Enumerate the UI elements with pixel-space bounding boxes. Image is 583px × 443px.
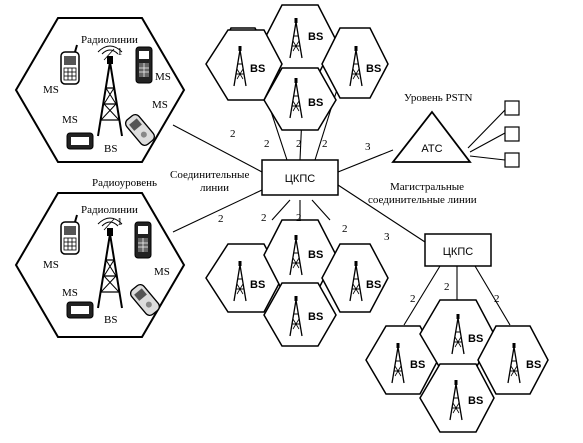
radiolines-label-top: Радиолинии — [81, 34, 138, 46]
svg-text:2: 2 — [322, 138, 328, 150]
svg-text:2: 2 — [342, 223, 348, 235]
ms-label: MS — [43, 84, 59, 96]
bs-label: BS — [366, 279, 381, 291]
trunk-lines-label-1: Магистральные — [390, 181, 464, 193]
link-numbers: 2 2 2 2 2 2 2 2 3 3 2 2 2 — [218, 128, 500, 305]
ms-label: MS — [62, 287, 78, 299]
ms-label: MS — [155, 71, 171, 83]
radio-level-label: Радиоуровень — [92, 177, 157, 189]
pager-icon — [66, 301, 94, 319]
bs-label: BS — [366, 63, 381, 75]
pstn-level-label: Уровень PSTN — [404, 92, 472, 104]
bs-cluster-middle-towers: BS BS BS BS — [233, 234, 381, 337]
bs-label: BS — [308, 249, 323, 261]
bs-label: BS — [468, 395, 483, 407]
msc-box-right: ЦКПС — [424, 233, 492, 267]
radio-cell-top: Радиолинии 1 MS MS MS MS BS — [14, 17, 186, 163]
svg-text:3: 3 — [384, 231, 390, 243]
connection-lines — [172, 77, 511, 326]
radiolines-label-bottom: Радиолинии — [81, 204, 138, 216]
pager-icon — [66, 132, 94, 150]
connecting-lines-label-1: Соединительные — [170, 169, 249, 181]
svg-text:2: 2 — [296, 212, 302, 224]
bs-cluster-middle — [205, 219, 389, 347]
msc-label-central: ЦКПС — [285, 173, 315, 185]
pstn-terminals — [504, 100, 520, 168]
atc-label: АТС — [421, 143, 442, 155]
radio-cell-bottom: Радиолинии 1 MS MS MS BS — [14, 192, 186, 338]
bs-label: BS — [468, 333, 483, 345]
telephone-box-icon — [504, 100, 520, 116]
svg-text:2: 2 — [494, 293, 500, 305]
mobile-phone-icon — [135, 46, 153, 84]
bs-label: BS — [250, 279, 265, 291]
mobile-phone-icon — [134, 221, 152, 259]
bs-cluster-right-towers: BS BS BS BS — [391, 313, 541, 421]
msc-label-right: ЦКПС — [443, 246, 473, 258]
svg-text:3: 3 — [365, 141, 371, 153]
svg-text:2: 2 — [261, 212, 267, 224]
bs-label: BS — [410, 359, 425, 371]
svg-text:2: 2 — [264, 138, 270, 150]
atc-exchange: АТС — [391, 110, 472, 163]
svg-text:2: 2 — [296, 138, 302, 150]
svg-text:2: 2 — [410, 293, 416, 305]
bs-cluster-top — [205, 4, 389, 131]
bs-label: BS — [526, 359, 541, 371]
bs-label: BS — [104, 143, 117, 155]
ms-label: MS — [152, 99, 168, 111]
ms-label: MS — [154, 266, 170, 278]
svg-text:2: 2 — [230, 128, 236, 140]
telephone-box-icon — [504, 152, 520, 168]
bs-cluster-top-towers: BS BS BS BS — [233, 17, 381, 119]
svg-text:2: 2 — [218, 213, 224, 225]
telephone-box-icon — [504, 126, 520, 142]
ms-label: MS — [62, 114, 78, 126]
bs-label: BS — [104, 314, 117, 326]
svg-text:2: 2 — [444, 281, 450, 293]
ms-label: MS — [43, 259, 59, 271]
msc-box-central: ЦКПС — [261, 159, 339, 196]
bs-label: BS — [308, 31, 323, 43]
connecting-lines-label-2: линии — [200, 182, 229, 194]
bs-label: BS — [250, 63, 265, 75]
trunk-lines-label-2: соединительные линии — [368, 194, 477, 206]
bs-cluster-right — [365, 299, 549, 433]
link-number-1-top: 1 — [117, 46, 123, 58]
bs-label: BS — [308, 311, 323, 323]
bs-label: BS — [308, 97, 323, 109]
